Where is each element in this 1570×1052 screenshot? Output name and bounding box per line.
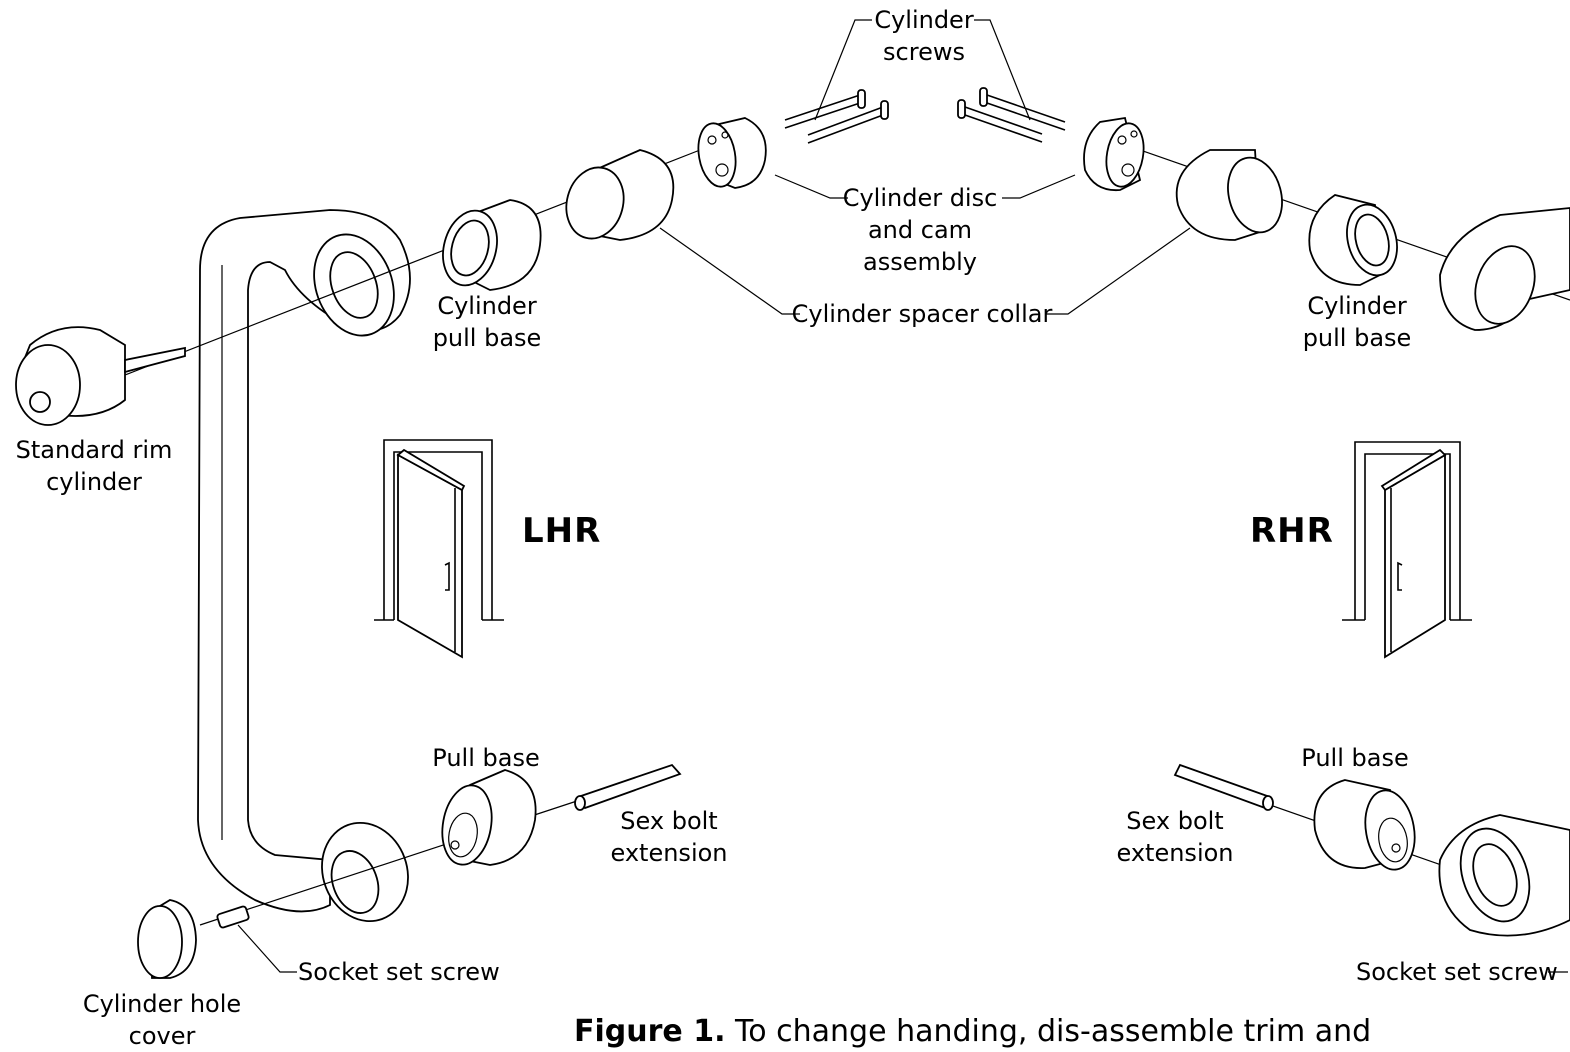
cylinder-spacer-collar-left-shape [565, 149, 675, 241]
cylinder-screws-left-shape [784, 89, 889, 144]
figure-caption: Figure 1. To change handing, dis-assembl… [574, 1014, 1371, 1049]
figure-caption-bold: Figure 1. [574, 1014, 726, 1049]
pull-handle-left [197, 209, 411, 923]
cylinder-pull-base-left-shape [442, 199, 542, 291]
cylinder-spacer-collar-right-shape [1175, 149, 1283, 241]
pull-base-right-shape [1313, 779, 1416, 871]
sex-bolt-extension-right-shape [1173, 763, 1274, 811]
cylinder-screws-right-shape [957, 87, 1066, 143]
leader-disc-left [774, 174, 848, 199]
label-socket-set-screw-right: Socket set screw [1356, 958, 1558, 986]
cylinder-pull-base-right-shape [1308, 194, 1398, 286]
label-standard-rim-cylinder-line1: Standard rim [15, 436, 173, 464]
figure-caption-text: To change handing, dis-assemble trim and [725, 1014, 1372, 1049]
label-sex-bolt-left-line1: Sex bolt [620, 807, 718, 835]
label-standard-rim-cylinder: Standard rim cylinder [16, 434, 173, 498]
socket-set-screw-left-shape [216, 905, 250, 929]
cylinder-disc-left-shape [697, 117, 767, 189]
leader-socket-screw-left [237, 924, 297, 973]
label-cylinder-screws-line2: screws [883, 38, 965, 66]
label-sex-bolt-extension-right: Sex bolt extension [1117, 805, 1234, 869]
leader-screws-left [814, 19, 872, 121]
leader-collar-right [1046, 227, 1191, 315]
label-socket-set-screw-left: Socket set screw [298, 958, 500, 986]
label-cylinder-screws: Cylinder screws [874, 4, 973, 68]
label-cylinder-pull-base-left-line2: pull base [432, 324, 542, 352]
cylinder-hole-cover-shape [137, 899, 197, 979]
label-pull-base-right: Pull base [1301, 744, 1409, 772]
label-cylinder-disc: Cylinder disc and cam assembly [843, 182, 998, 278]
label-cylinder-pull-base-left-line1: Cylinder [437, 292, 537, 320]
door-rhr-icon [1342, 441, 1472, 659]
label-sex-bolt-right-line1: Sex bolt [1126, 807, 1224, 835]
label-cylinder-pull-base-right-line2: pull base [1302, 324, 1412, 352]
door-lhr-icon [374, 439, 504, 659]
label-sex-bolt-left-line2: extension [610, 839, 728, 867]
label-cylinder-disc-line3: assembly [863, 248, 977, 276]
label-cylinder-hole-cover-line2: cover [128, 1022, 196, 1050]
label-pull-base-left: Pull base [432, 744, 540, 772]
pull-handle-right [1439, 207, 1570, 331]
leader-disc-right [1002, 174, 1076, 199]
pull-handle-right-bottom [1438, 814, 1570, 937]
label-cylinder-disc-line1: Cylinder disc [842, 184, 998, 212]
label-sex-bolt-right-line2: extension [1116, 839, 1234, 867]
leader-collar-left [659, 227, 800, 315]
label-sex-bolt-extension-left: Sex bolt extension [611, 805, 728, 869]
leader-screws-right [974, 19, 1031, 121]
label-cylinder-disc-line2: and cam [867, 216, 973, 244]
label-cylinder-hole-cover: Cylinder hole cover [83, 988, 241, 1052]
pull-base-left-shape [441, 769, 537, 866]
label-cylinder-pull-base-left: Cylinder pull base [433, 290, 542, 354]
label-cylinder-spacer-collar: Cylinder spacer collar [792, 298, 1053, 330]
label-cylinder-pull-base-right-line1: Cylinder [1307, 292, 1407, 320]
label-handing-rhr: RHR [1250, 511, 1334, 551]
label-standard-rim-cylinder-line2: cylinder [46, 468, 142, 496]
label-cylinder-pull-base-right: Cylinder pull base [1303, 290, 1412, 354]
label-cylinder-screws-line1: Cylinder [874, 6, 974, 34]
label-cylinder-hole-cover-line1: Cylinder hole [82, 990, 242, 1018]
sex-bolt-extension-left-shape [574, 763, 682, 811]
label-cylinder-spacer-collar-text: Cylinder spacer collar [791, 300, 1053, 328]
cylinder-disc-right-shape [1083, 116, 1145, 192]
label-handing-lhr: LHR [522, 511, 602, 551]
standard-rim-cylinder [15, 326, 186, 426]
